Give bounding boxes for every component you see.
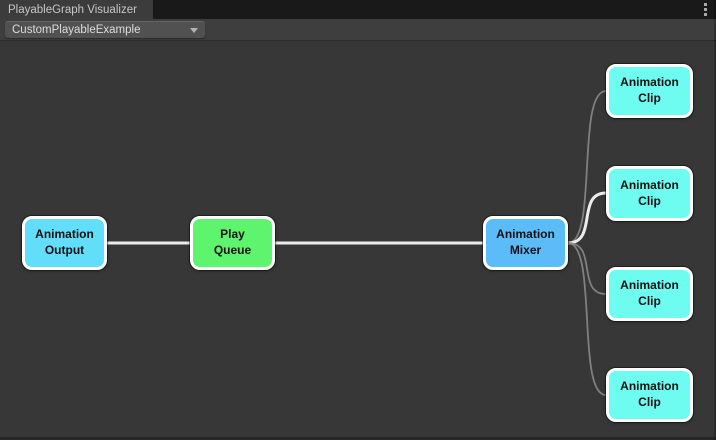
graph-selector-dropdown[interactable]: CustomPlayableExample bbox=[5, 21, 205, 38]
node-label-line: Animation bbox=[620, 379, 679, 394]
node-label-line: Clip bbox=[638, 193, 661, 208]
node-animation-clip-4[interactable]: Animation Clip bbox=[606, 368, 693, 422]
toolbar: CustomPlayableExample bbox=[0, 19, 716, 41]
node-label-line: Animation bbox=[496, 227, 555, 242]
edge-animation-mixer-to-animation-clip-1 bbox=[567, 90, 607, 244]
node-animation-clip-2[interactable]: Animation Clip bbox=[606, 166, 693, 221]
node-label-line: Animation bbox=[35, 227, 94, 242]
node-animation-clip-1[interactable]: Animation Clip bbox=[606, 64, 693, 118]
node-label-line: Animation bbox=[620, 75, 679, 90]
window-title: PlayableGraph Visualizer bbox=[8, 3, 137, 16]
node-label-line: Output bbox=[44, 243, 85, 257]
tab-bar: PlayableGraph Visualizer bbox=[0, 0, 716, 19]
dropdown-arrow-icon bbox=[190, 27, 198, 33]
node-label-line: Animation bbox=[620, 177, 679, 192]
node-animation-output[interactable]: Animation Output bbox=[22, 216, 107, 270]
node-play-queue[interactable]: Play Queue bbox=[190, 216, 275, 270]
node-label-line: Clip bbox=[638, 91, 661, 105]
graph-selector-value: CustomPlayableExample bbox=[12, 24, 141, 36]
node-label-line: Animation bbox=[620, 278, 679, 293]
node-label-line: Mixer bbox=[509, 243, 542, 257]
node-label-line: Play bbox=[220, 227, 245, 242]
node-label-line: Clip bbox=[638, 395, 661, 409]
node-animation-mixer[interactable]: Animation Mixer bbox=[483, 216, 568, 270]
edge-animation-mixer-to-animation-clip-3 bbox=[567, 242, 607, 295]
node-label-line: Queue bbox=[213, 243, 252, 257]
node-animation-clip-3[interactable]: Animation Clip bbox=[606, 267, 693, 321]
edge-animation-mixer-to-animation-clip-4 bbox=[567, 242, 607, 396]
tab-playablegraph-visualizer[interactable]: PlayableGraph Visualizer bbox=[0, 0, 153, 19]
node-label-line: Clip bbox=[638, 294, 661, 308]
edge-animation-mixer-to-animation-clip-2 bbox=[566, 191, 608, 245]
kebab-menu-icon[interactable] bbox=[694, 0, 716, 19]
